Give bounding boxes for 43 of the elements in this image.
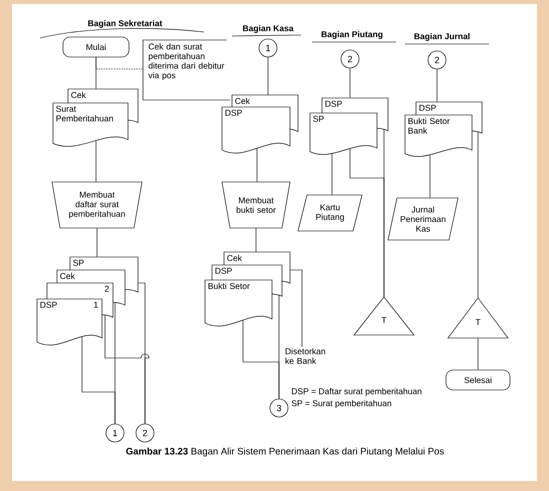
flow-line [138,282,146,424]
flow-line [290,270,302,348]
record-parallelogram: Jurnal Penerimaan Kas [388,198,458,240]
flow-line [436,69,438,102]
node-label: 2 [104,286,109,292]
node-label: DSP [215,268,232,274]
document-stack: Cek DSP [222,94,298,154]
document-stack: Cek Surat Pemberitahuan [52,88,138,147]
node-label: DSP [419,104,436,111]
node-label: Cek [235,98,250,104]
off-page-connector: 2 [340,50,360,68]
document-stack: Cek DSP Bukti Setor [204,252,290,326]
node-label: Cek [227,254,242,262]
lane-header: Bagian Kasa [232,25,302,36]
lane-header: Bagian Piutang [312,31,396,42]
lane-header: Bagian Jurnal [404,33,490,44]
note-text: Disetorkan ke Bank [286,348,326,364]
node-label: Cek [60,272,75,280]
flow-line [256,148,258,182]
node-label: Cek [71,92,86,98]
terminator: Selesai [446,370,510,390]
off-page-connector: 3 [270,398,288,418]
document-stack: DSP SP [310,98,388,155]
flow-line [242,320,280,399]
terminator: Mulai [62,36,130,58]
off-page-connector: 1 [258,38,278,58]
flow-line [114,302,116,424]
note-text: DSP = Daftar surat pemberitahuan [292,388,422,396]
off-page-connector: 2 [428,50,446,70]
manual-operation: Membuat daftar surat pemberitahuan [52,182,142,228]
off-page-connector: 1 [106,424,124,442]
document-stack: DSP Bukti Setor Bank [404,102,482,157]
record-parallelogram: Kartu Piutang [298,194,362,232]
dashed-line [96,57,143,70]
note-text: SP = Surat pemberitahuan [292,400,392,408]
off-page-connector: 2 [136,424,154,442]
caption: Gambar 13.23 Bagan Alir Sistem Penerimaan Kas dari Piutang Melalui Pos [126,448,444,456]
node-label: SP [73,260,84,266]
document-stack: SP Cek 2 DSP 1 [36,256,138,346]
flow-line [96,228,98,257]
node-label: DSP [325,100,342,107]
lane-header: Bagian Sekretariat [40,20,204,38]
annotation: Cek dan surat pemberitahuan diterima dari debitur via pos [142,40,230,100]
